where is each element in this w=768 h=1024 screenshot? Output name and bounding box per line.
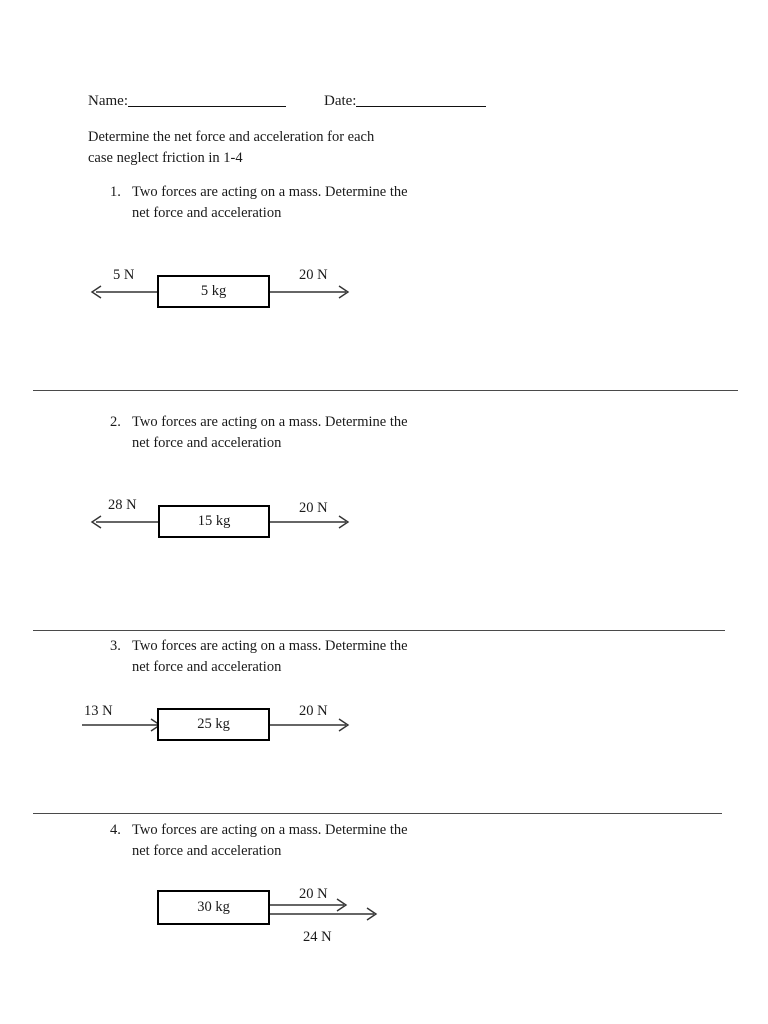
problem-1-statement: 1. Two forces are acting on a mass. Dete… <box>110 182 410 223</box>
problem-2-number: 2. <box>110 414 121 430</box>
upper-force-label-4: 20 N <box>299 886 328 902</box>
name-date-header: Name: Date: <box>88 92 688 110</box>
mass-box-1: 5 kg <box>157 275 270 308</box>
problem-4-statement: 4. Two forces are acting on a mass. Dete… <box>110 820 410 861</box>
right-force-label-3: 20 N <box>299 703 328 719</box>
name-input-line[interactable] <box>127 93 286 107</box>
mass-box-2: 15 kg <box>158 505 270 538</box>
problem-2-text: Two forces are acting on a mass. Determi… <box>132 414 408 451</box>
mass-box-3: 25 kg <box>157 708 270 741</box>
left-force-label-3: 13 N <box>84 703 113 719</box>
upper-force-arrow <box>268 898 348 912</box>
date-input-line[interactable] <box>356 93 487 107</box>
date-label: Date: <box>323 93 357 109</box>
problem-3-text: Two forces are acting on a mass. Determi… <box>132 638 408 675</box>
problem-1-text: Two forces are acting on a mass. Determi… <box>132 184 408 221</box>
name-label: Name: <box>88 93 128 109</box>
right-force-arrow <box>268 285 350 299</box>
section-divider-2 <box>33 630 725 631</box>
instructions-text: Determine the net force and acceleration… <box>88 129 375 166</box>
problem-2-statement: 2. Two forces are acting on a mass. Dete… <box>110 412 410 453</box>
right-force-label-1: 20 N <box>299 267 328 283</box>
problem-3-number: 3. <box>110 638 121 654</box>
lower-force-arrow <box>268 907 378 921</box>
left-force-label-2: 28 N <box>108 497 137 513</box>
problem-4-number: 4. <box>110 822 121 838</box>
right-force-arrow <box>268 718 350 732</box>
right-force-label-2: 20 N <box>299 500 328 516</box>
problem-4-text: Two forces are acting on a mass. Determi… <box>132 822 408 859</box>
problem-3-statement: 3. Two forces are acting on a mass. Dete… <box>110 636 410 677</box>
mass-box-4: 30 kg <box>157 890 270 925</box>
left-force-label-1: 5 N <box>113 267 135 283</box>
problem-1-number: 1. <box>110 184 121 200</box>
section-divider-3 <box>33 813 722 814</box>
section-divider-1 <box>33 390 738 391</box>
right-force-arrow <box>268 515 350 529</box>
lower-force-label-4: 24 N <box>303 929 332 945</box>
